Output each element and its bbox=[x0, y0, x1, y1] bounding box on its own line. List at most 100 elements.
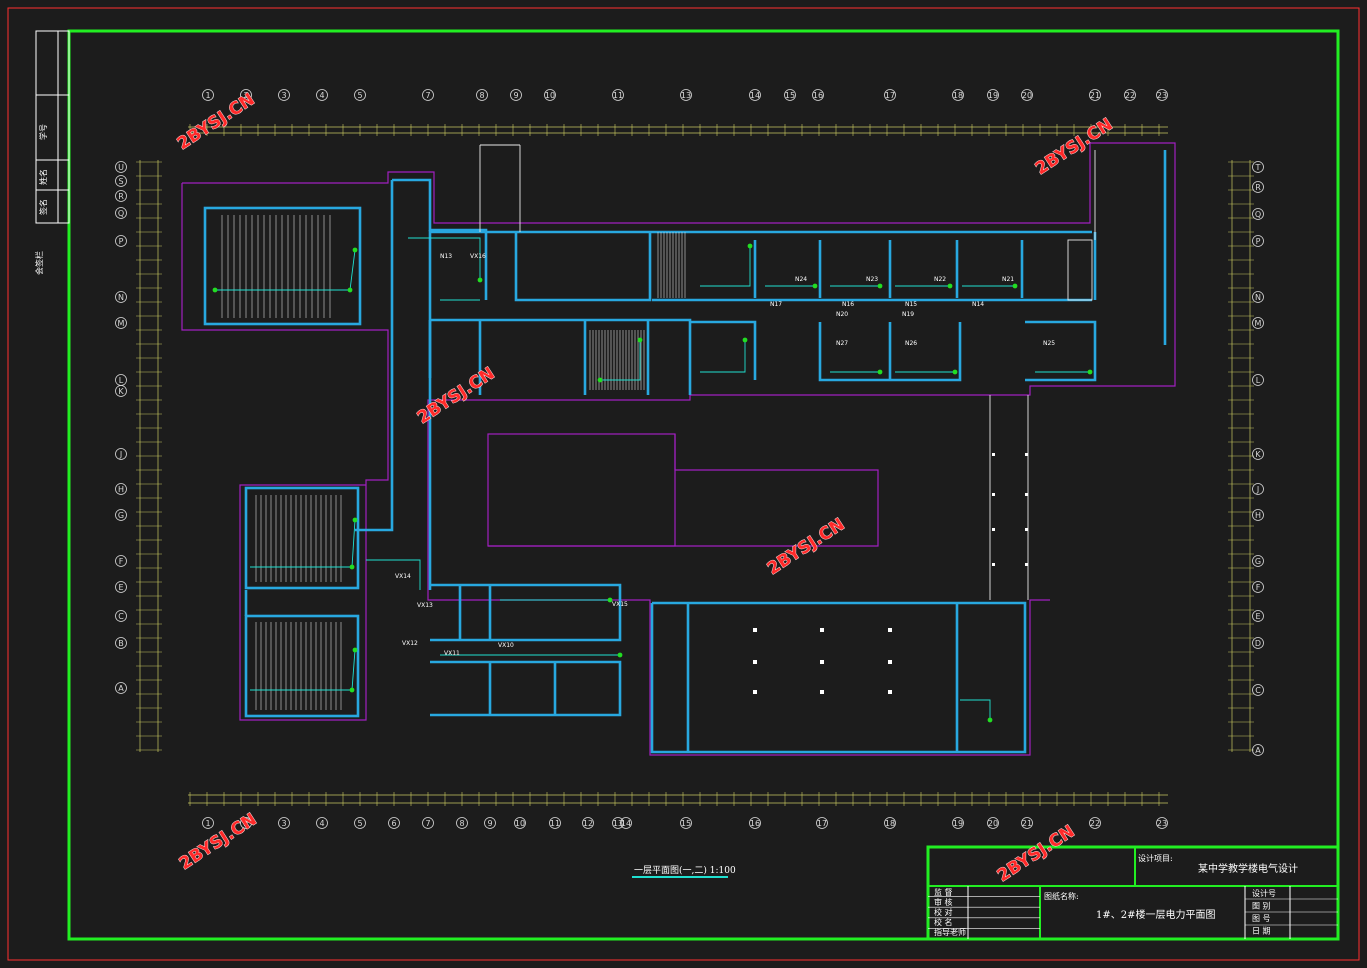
panel-label-VX11: VX11 bbox=[444, 650, 460, 657]
axis-top-10: 10 bbox=[544, 89, 556, 101]
axis-bottom-6-label: 6 bbox=[391, 819, 396, 828]
axis-right-D: D bbox=[1252, 637, 1264, 649]
axis-bottom-10: 10 bbox=[514, 817, 526, 829]
project-label: 设计项目: bbox=[1138, 853, 1173, 863]
tb-row-1: 审 核 bbox=[934, 897, 953, 907]
drawing-title: 1#、2#楼一层电力平面图 bbox=[1096, 908, 1215, 921]
axis-right-D-label: D bbox=[1255, 639, 1261, 648]
axis-top-18-label: 18 bbox=[953, 91, 963, 100]
axis-top-7-label: 7 bbox=[425, 91, 430, 100]
panel-label-N13: N13 bbox=[440, 253, 452, 260]
axis-bottom-23: 23 bbox=[1156, 817, 1168, 829]
axis-bottom-1-label: 1 bbox=[205, 819, 210, 828]
axis-left-Q: Q bbox=[115, 207, 127, 219]
panel-label-VX15: VX15 bbox=[612, 601, 628, 608]
axis-top-8: 8 bbox=[476, 89, 488, 101]
axis-left-B: B bbox=[115, 637, 127, 649]
axis-top-1-label: 1 bbox=[205, 91, 210, 100]
axis-right-Q: Q bbox=[1252, 208, 1264, 220]
axis-left-S: S bbox=[115, 175, 127, 187]
walls bbox=[203, 150, 1167, 754]
axis-bottom-18: 18 bbox=[884, 817, 896, 829]
axis-top-23: 23 bbox=[1156, 89, 1168, 101]
axis-top-3: 3 bbox=[278, 89, 290, 101]
axis-right-G-label: G bbox=[1255, 557, 1261, 566]
axis-left-G: G bbox=[115, 509, 127, 521]
axis-bottom-7: 7 bbox=[422, 817, 434, 829]
project-title: 某中学教学楼电气设计 bbox=[1198, 862, 1298, 875]
outer-border bbox=[7, 7, 1360, 961]
axis-left-M-label: M bbox=[118, 319, 125, 328]
axis-right-L: L bbox=[1252, 374, 1264, 386]
axis-right-P: P bbox=[1252, 235, 1264, 247]
axis-right-R: R bbox=[1252, 181, 1264, 193]
axis-top-19-label: 19 bbox=[988, 91, 998, 100]
axis-bottom-2-label: 2 bbox=[243, 819, 248, 828]
axis-top-7: 7 bbox=[422, 89, 434, 101]
axis-bottom-12-label: 12 bbox=[583, 819, 593, 828]
panel-label-N23: N23 bbox=[866, 276, 878, 283]
panel-label-N14: N14 bbox=[972, 301, 984, 308]
axis-right-J: J bbox=[1252, 483, 1264, 495]
panel-label-N16: N16 bbox=[842, 301, 854, 308]
axis-top-19: 19 bbox=[987, 89, 999, 101]
axis-right-H: H bbox=[1252, 509, 1264, 521]
axis-bottom-11: 11 bbox=[549, 817, 561, 829]
axis-left-K-label: K bbox=[118, 387, 124, 396]
axis-top-15: 15 bbox=[784, 89, 796, 101]
axis-top-11-label: 11 bbox=[613, 91, 623, 100]
axis-bottom-22-label: 22 bbox=[1090, 819, 1100, 828]
tb-right-0: 设计号 bbox=[1252, 888, 1276, 898]
countersign-note: 会签栏 bbox=[34, 251, 44, 275]
axis-bottom-21-label: 21 bbox=[1022, 819, 1032, 828]
axis-top-4-label: 4 bbox=[319, 91, 324, 100]
panel-label-VX14: VX14 bbox=[395, 573, 411, 580]
axis-right-F-label: F bbox=[1256, 583, 1261, 592]
axis-left-U-label: U bbox=[118, 163, 124, 172]
watermark-3: 2BYSJ.CN bbox=[764, 515, 849, 580]
axis-right-J-label: J bbox=[1256, 485, 1259, 494]
axis-left-C-label: C bbox=[118, 612, 124, 621]
panel-label-N27: N27 bbox=[836, 340, 848, 347]
axis-top-2-label: 2 bbox=[243, 91, 248, 100]
axis-bottom-15-label: 15 bbox=[681, 819, 691, 828]
axis-top-10-label: 10 bbox=[545, 91, 555, 100]
axis-right-T: T bbox=[1252, 161, 1264, 173]
watermark-5: 2BYSJ.CN bbox=[994, 822, 1079, 887]
plan-caption: 一层平面图(一,二) 1:100 bbox=[634, 865, 736, 876]
axis-bottom-4-label: 4 bbox=[319, 819, 324, 828]
axis-left-F-label: F bbox=[119, 557, 124, 566]
axis-right-Q-label: Q bbox=[1255, 210, 1261, 219]
axis-top-2: 2 bbox=[240, 89, 252, 101]
axis-right-T-label: T bbox=[1255, 163, 1261, 172]
axis-top-15-label: 15 bbox=[785, 91, 795, 100]
axis-left-H: H bbox=[115, 483, 127, 495]
axis-bottom-9: 9 bbox=[484, 817, 496, 829]
axis-bottom-10-label: 10 bbox=[515, 819, 525, 828]
watermark-4: 2BYSJ.CN bbox=[176, 810, 261, 875]
axis-bottom-21: 21 bbox=[1021, 817, 1033, 829]
dimension-chains bbox=[139, 126, 1251, 804]
axis-bottom-19-label: 19 bbox=[953, 819, 963, 828]
axis-bottom-11-label: 11 bbox=[550, 819, 560, 828]
strip-label-1: 姓名 bbox=[38, 169, 48, 185]
axis-top-16: 16 bbox=[812, 89, 824, 101]
axis-left-C: C bbox=[115, 610, 127, 622]
axis-top-9-label: 9 bbox=[513, 91, 518, 100]
axis-bottom-3-label: 3 bbox=[281, 819, 286, 828]
axis-bottom-15: 15 bbox=[680, 817, 692, 829]
axis-top-17: 17 bbox=[884, 89, 896, 101]
axis-left-S-label: S bbox=[118, 177, 123, 186]
axis-right-N: N bbox=[1252, 291, 1264, 303]
axis-top-18: 18 bbox=[952, 89, 964, 101]
classroom-seating-hatch bbox=[221, 215, 686, 710]
axis-top-8-label: 8 bbox=[479, 91, 484, 100]
axis-top-3-label: 3 bbox=[281, 91, 286, 100]
axis-left-U: U bbox=[115, 161, 127, 173]
tb-row-4: 指导老师 bbox=[934, 927, 966, 937]
axis-bottom-13-label: 13 bbox=[613, 819, 623, 828]
axis-top-23-label: 23 bbox=[1157, 91, 1167, 100]
